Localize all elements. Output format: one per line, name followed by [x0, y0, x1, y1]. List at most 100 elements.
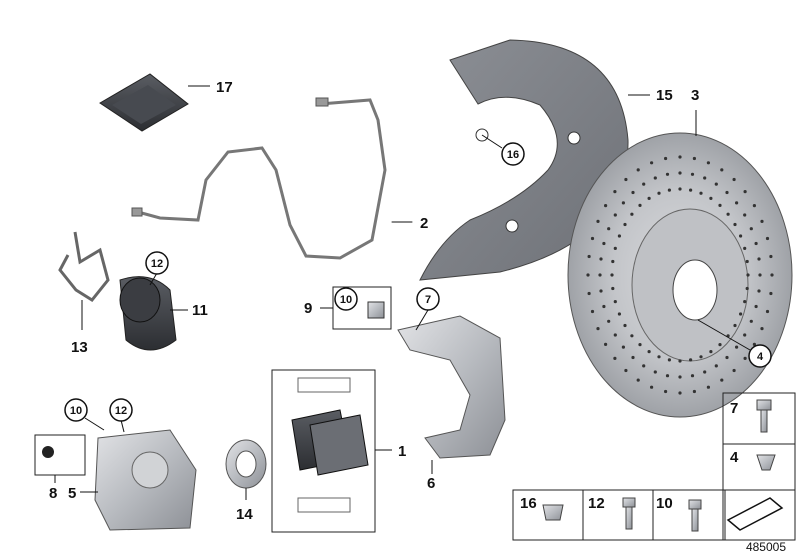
drill-hole — [765, 236, 770, 241]
label-17: 17 — [216, 79, 233, 96]
grease-packet-shape — [99, 73, 210, 132]
wear-sensor-shape — [131, 97, 413, 260]
bleeder-group-box — [320, 286, 392, 330]
drill-hole — [769, 254, 773, 259]
drill-hole — [678, 391, 682, 395]
drill-hole — [647, 350, 651, 354]
drill-hole — [689, 358, 693, 362]
svg-text:12: 12 — [115, 405, 127, 417]
drill-hole — [765, 309, 770, 314]
callout-10-caliper: 10 — [64, 398, 105, 431]
drill-hole — [678, 155, 682, 159]
bracket-shape — [58, 231, 110, 330]
drill-hole — [665, 172, 670, 176]
brake-carrier-shape — [397, 315, 506, 474]
label-8: 8 — [49, 485, 57, 502]
drill-hole — [706, 385, 711, 389]
pad-set-box — [271, 369, 392, 533]
drill-hole — [621, 345, 626, 349]
drill-hole — [613, 246, 617, 250]
drill-hole — [631, 355, 635, 360]
drill-hole — [621, 201, 626, 205]
drill-hole — [650, 385, 654, 389]
drill-hole — [732, 368, 736, 373]
drill-hole — [754, 304, 758, 309]
drill-hole — [757, 289, 761, 293]
drill-hole — [617, 312, 622, 316]
drill-hole — [760, 327, 764, 331]
drill-hole — [760, 219, 764, 223]
svg-text:12: 12 — [151, 258, 163, 270]
drill-hole — [623, 323, 627, 328]
drill-hole — [714, 364, 718, 368]
drill-hole — [599, 257, 603, 261]
drill-hole — [604, 342, 608, 346]
drill-hole — [638, 203, 642, 207]
drill-hole — [624, 368, 628, 373]
drill-hole — [743, 356, 747, 360]
drill-hole — [613, 190, 617, 194]
drill-hole — [692, 156, 697, 161]
drill-hole — [602, 304, 606, 309]
drill-hole — [587, 291, 591, 296]
svg-text:7: 7 — [425, 294, 431, 306]
drill-hole — [678, 171, 682, 175]
drill-hole — [613, 213, 617, 217]
drill-hole — [650, 161, 654, 165]
drill-hole — [647, 196, 651, 200]
drill-hole — [657, 355, 661, 359]
drill-hole — [709, 196, 713, 200]
drill-hole — [689, 188, 693, 192]
drill-hole — [657, 191, 661, 195]
drill-hole — [596, 219, 600, 223]
drill-hole — [667, 188, 672, 192]
drill-hole — [733, 222, 737, 227]
drill-hole — [758, 273, 762, 277]
drill-hole — [642, 182, 646, 186]
drill-hole — [720, 378, 724, 382]
drill-hole — [667, 358, 672, 362]
drill-hole — [602, 241, 606, 246]
fastener-icons — [542, 399, 784, 532]
drill-hole — [725, 355, 729, 360]
dust-boot-shape — [225, 439, 267, 500]
drill-hole — [714, 182, 718, 186]
drill-hole — [611, 286, 615, 291]
drill-hole — [706, 161, 711, 165]
drill-hole — [746, 273, 750, 277]
drill-hole — [743, 246, 747, 250]
repair-kit-box — [34, 434, 86, 483]
label-5: 5 — [68, 485, 76, 502]
drill-hole — [604, 204, 608, 208]
callout-10-bleeder: 10 — [334, 287, 358, 311]
drill-hole — [703, 176, 707, 180]
drill-hole — [624, 177, 628, 182]
drill-hole — [642, 364, 646, 368]
drill-hole — [653, 370, 657, 374]
actuator-shape — [119, 276, 188, 351]
svg-text:10: 10 — [70, 405, 82, 417]
drill-hole — [690, 374, 695, 378]
drill-hole — [720, 168, 724, 172]
drill-hole — [703, 370, 707, 374]
drill-hole — [617, 234, 622, 238]
drill-hole — [653, 176, 657, 180]
label-11: 11 — [192, 302, 208, 319]
drill-hole — [732, 177, 736, 182]
drill-hole — [743, 190, 747, 194]
drill-hole — [664, 389, 668, 394]
drill-hole — [678, 359, 682, 363]
drill-hole — [607, 319, 611, 323]
drill-hole — [678, 375, 682, 379]
drill-hole — [692, 389, 697, 394]
drill-hole — [743, 333, 747, 337]
drill-hole — [664, 156, 668, 161]
drill-hole — [587, 254, 591, 259]
reference-number: 485005 — [745, 540, 786, 554]
drill-hole — [590, 236, 595, 241]
brake-caliper-shape — [80, 429, 197, 531]
drill-hole — [770, 273, 774, 277]
drill-hole — [613, 356, 617, 360]
svg-text:10: 10 — [340, 294, 352, 306]
fastener-label-7: 7 — [730, 400, 738, 417]
